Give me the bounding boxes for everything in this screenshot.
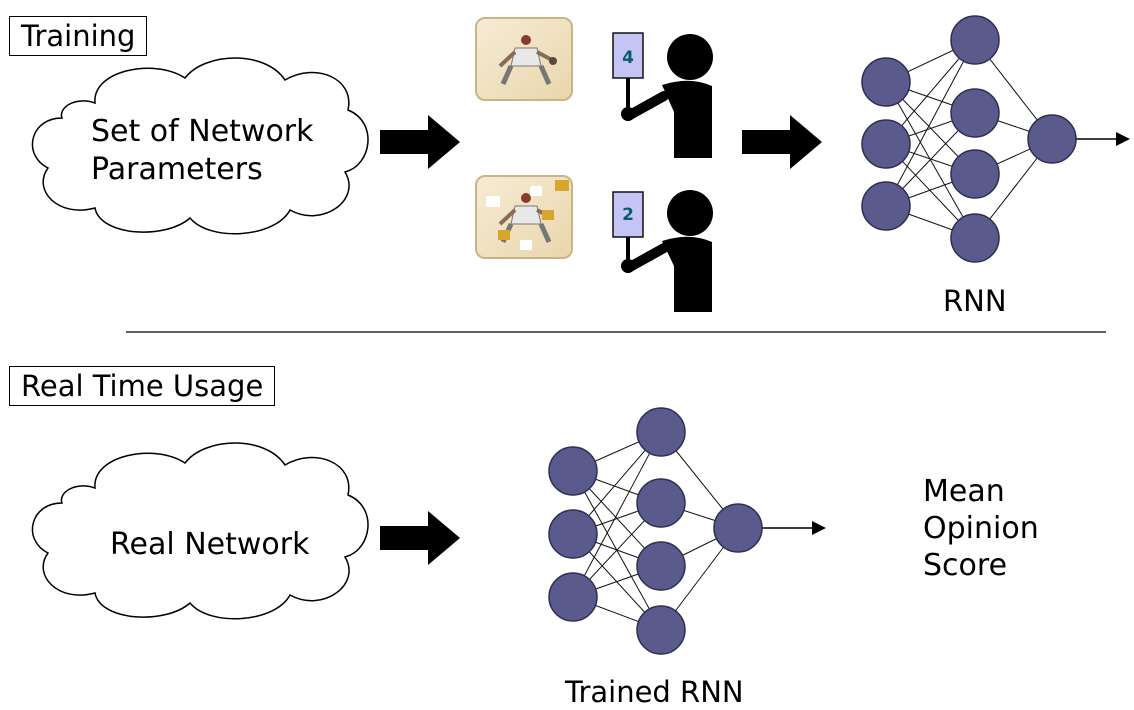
arrow-cloud-to-ratings [380, 115, 460, 169]
trained-rnn-output-node [713, 503, 763, 553]
rnn-hidden-node [950, 149, 1000, 199]
trained-rnn-output-arrowhead [812, 521, 826, 535]
mos-line2: Opinion [923, 511, 1039, 546]
rnn-input-node [861, 57, 911, 107]
arrow-ratings-to-rnn [742, 115, 822, 169]
trained-rnn-caption: Trained RNN [565, 675, 744, 709]
score-sign-top-value: 4 [622, 48, 634, 68]
trained-rnn-hidden-node [636, 407, 686, 457]
trained-rnn-hidden-node [636, 541, 686, 591]
rater-bottom [621, 190, 713, 312]
arrow-network-to-trained-rnn [380, 511, 460, 565]
mos-line3: Score [923, 548, 1008, 583]
score-sign-bottom [612, 191, 644, 238]
rnn-training-network [861, 15, 1130, 263]
training-cloud-line1: Set of Network [91, 114, 314, 149]
trained-rnn-hidden-node [636, 605, 686, 655]
rnn-output-arrowhead [1116, 132, 1130, 146]
rnn-input-node [861, 181, 911, 231]
trained-rnn-input-node [548, 446, 598, 496]
rater-top [621, 34, 713, 158]
realtime-cloud [31, 442, 369, 620]
trained-rnn-input-node [548, 509, 598, 559]
trained-rnn-edge [572, 431, 662, 598]
photo-original [475, 17, 573, 101]
trained-rnn-input-node [548, 572, 598, 622]
rnn-hidden-node [950, 213, 1000, 263]
training-section-label: Training [9, 16, 148, 56]
score-sign-top [612, 32, 644, 79]
rnn-output-node [1027, 114, 1077, 164]
mos-output-label: Mean Opinion Score [923, 473, 1039, 584]
realtime-section-label: Real Time Usage [9, 366, 276, 406]
photo-degraded [475, 175, 573, 259]
score-sign-bottom-value: 2 [622, 205, 634, 225]
trained-rnn-hidden-node [636, 478, 686, 528]
rnn-hidden-node [950, 88, 1000, 138]
training-cloud [31, 57, 369, 235]
rnn-edge [885, 39, 976, 207]
training-cloud-line2: Parameters [91, 152, 263, 187]
mos-line1: Mean [923, 474, 1005, 509]
rnn-input-node [861, 119, 911, 169]
rnn-trained-network [548, 407, 826, 655]
rnn-hidden-node [950, 15, 1000, 65]
rnn-caption: RNN [943, 284, 1007, 318]
realtime-cloud-text: Real Network [110, 527, 310, 562]
